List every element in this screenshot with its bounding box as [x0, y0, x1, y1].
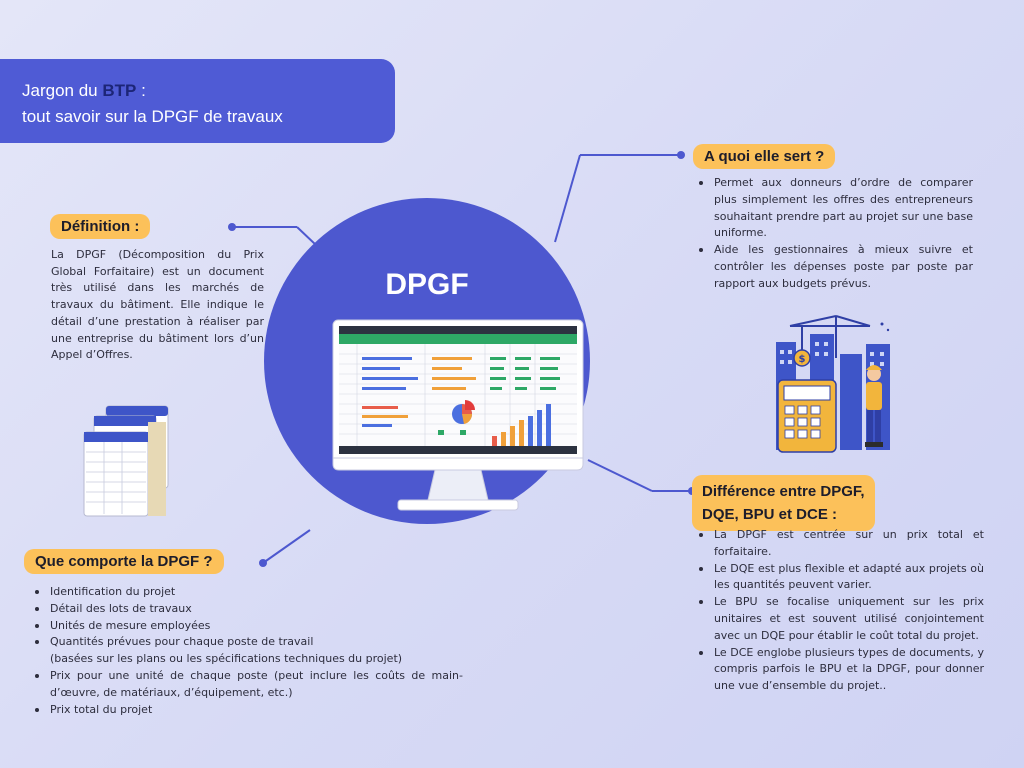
list-item: Détail des lots de travaux	[33, 601, 463, 618]
list-item: Prix pour une unité de chaque poste (peu…	[33, 668, 463, 702]
list-item: Permet aux donneurs d’ordre de comparer …	[697, 175, 973, 242]
list-item: Identification du projet	[33, 584, 463, 601]
monitor-spreadsheet-icon	[332, 319, 584, 511]
difference-list: La DPGF est centrée sur un prix total et…	[697, 527, 984, 695]
list-item: Unités de mesure employées	[33, 618, 463, 635]
list-item-continuation: (basées sur les plans ou les spécificati…	[50, 652, 403, 666]
center-title: DPGF	[385, 268, 469, 301]
svg-text:$: $	[799, 354, 806, 365]
construction-worker-icon: $	[776, 315, 890, 453]
definition-tag: Définition :	[50, 214, 151, 239]
list-item: Quantités prévues pour chaque poste de t…	[33, 634, 463, 651]
definition-text: La DPGF (Décomposition du Prix Global Fo…	[51, 248, 264, 362]
banner-line-1: Jargon du BTP :	[22, 81, 146, 100]
list-item: La DPGF est centrée sur un prix total et…	[697, 527, 984, 561]
usage-tag: A quoi elle sert ?	[693, 144, 836, 169]
list-item: Le BPU se focalise uniquement sur les pr…	[697, 594, 984, 644]
difference-tag-line-2: DQE, BPU et DCE :	[702, 506, 838, 523]
banner-highlight: BTP	[102, 81, 137, 100]
usage-list: Permet aux donneurs d’ordre de comparer …	[697, 175, 973, 293]
list-item: Le DCE englobe plusieurs types de docume…	[697, 645, 984, 695]
difference-tag-line-1: Différence entre DPGF,	[702, 483, 865, 500]
title-banner: Jargon du BTP : tout savoir sur la DPGF …	[0, 59, 395, 143]
difference-tag: Différence entre DPGF, DQE, BPU et DCE :	[692, 475, 875, 531]
contents-tag: Que comporte la DPGF ?	[24, 549, 224, 574]
list-item: Aide les gestionnaires à mieux suivre et…	[697, 242, 973, 292]
banner-line-2: tout savoir sur la DPGF de travaux	[22, 107, 283, 126]
documents-icon	[83, 405, 169, 517]
list-item: Le DQE est plus flexible et adapté aux p…	[697, 561, 984, 595]
contents-list: Identification du projet Détail des lots…	[33, 584, 463, 718]
list-item: Prix total du projet	[33, 702, 463, 719]
